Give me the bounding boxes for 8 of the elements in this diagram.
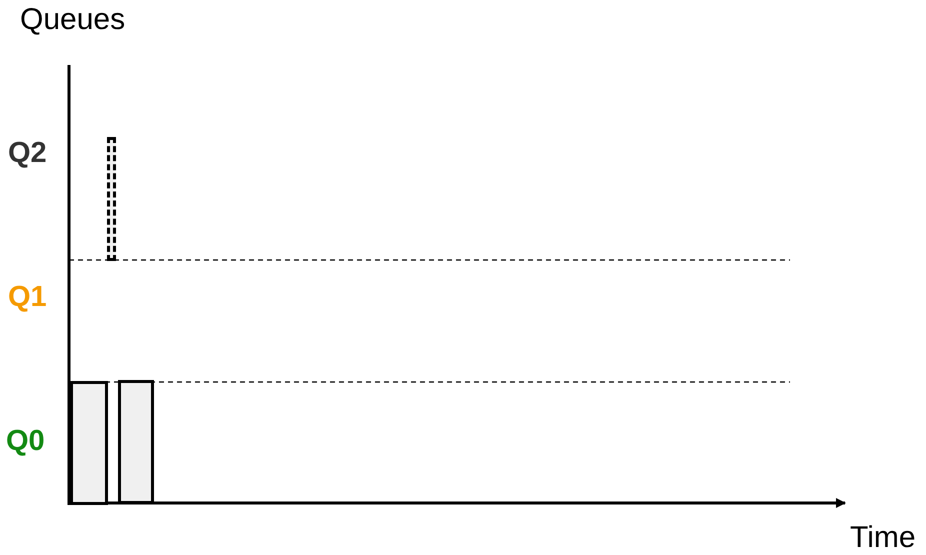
time-slice-bar bbox=[118, 380, 154, 504]
queue-label: Q0 bbox=[6, 427, 45, 456]
axis-title: Time bbox=[850, 523, 916, 553]
axis-title: Queues bbox=[20, 5, 126, 35]
queue-label: Q1 bbox=[8, 283, 47, 312]
time-slice-bar bbox=[70, 381, 108, 505]
dashed-time-slice-bar bbox=[107, 137, 116, 261]
queue-label: Q2 bbox=[8, 139, 47, 168]
